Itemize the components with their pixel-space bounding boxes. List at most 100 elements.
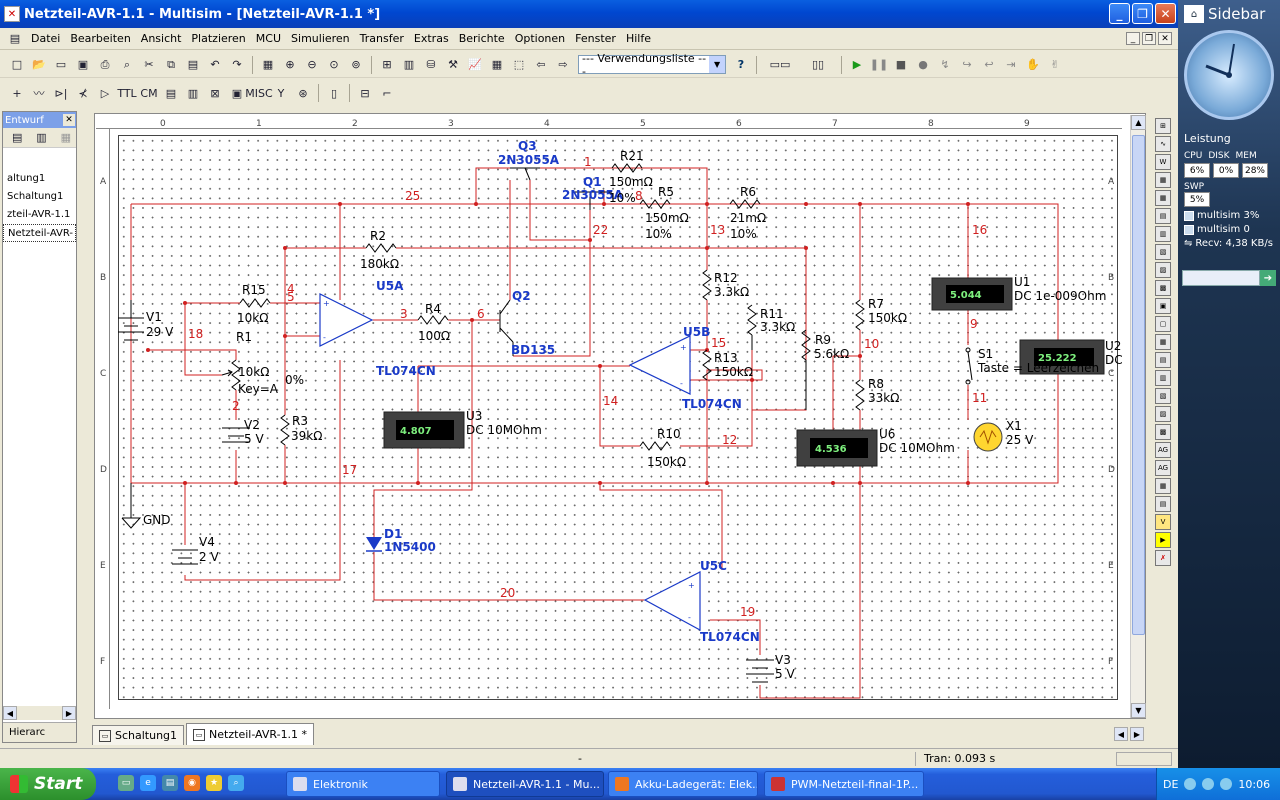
rf-icon[interactable]: Y xyxy=(277,86,285,100)
wattmeter-icon[interactable]: W xyxy=(1155,154,1171,170)
network-tray-icon[interactable] xyxy=(1202,778,1215,790)
start-button[interactable]: Start xyxy=(0,768,96,800)
task-pdf[interactable]: PWM-Netzteil-final-1P... xyxy=(764,771,924,797)
zoom-fit-icon[interactable]: ⊚ xyxy=(351,58,361,71)
menu-optionen[interactable]: Optionen xyxy=(514,32,566,45)
menu-simulieren[interactable]: Simulieren xyxy=(291,32,350,45)
language-indicator[interactable]: DE xyxy=(1163,777,1179,791)
menu-ansicht[interactable]: Ansicht xyxy=(140,32,182,45)
tree-item[interactable]: altung1 xyxy=(7,173,46,184)
desktop-icon[interactable]: ▭ xyxy=(118,775,134,791)
step-into-icon[interactable]: ↯ xyxy=(940,58,950,71)
probe-icon[interactable]: ✌ xyxy=(1050,58,1060,71)
frequency-counter-icon[interactable]: ▥ xyxy=(1155,226,1171,242)
four-channel-scope-icon[interactable]: ▦ xyxy=(1155,190,1171,206)
search-icon[interactable]: ⌕ xyxy=(228,775,244,791)
current-probe-icon[interactable]: ▤ xyxy=(1155,496,1171,512)
mdi-restore-button[interactable]: ❐ xyxy=(1142,32,1156,45)
ttl-icon[interactable]: TTL xyxy=(117,86,137,100)
multimeter-u1[interactable]: 5.044 xyxy=(931,277,1013,311)
back-annotate-icon[interactable]: ⇦ xyxy=(536,58,546,71)
multimeter-u3[interactable]: 4.807 xyxy=(383,411,465,449)
bode-plotter-icon[interactable]: ▤ xyxy=(1155,208,1171,224)
usage-list-select[interactable]: --- Verwendungsliste --- ▼ xyxy=(578,52,726,78)
iv-analyzer-icon[interactable]: ▣ xyxy=(1155,298,1171,314)
database-icon[interactable]: ⛁ xyxy=(426,58,436,71)
toggle-simulation-icon[interactable]: ▯▯ xyxy=(811,58,825,71)
scroll-thumb[interactable] xyxy=(1132,135,1145,635)
scroll-left-icon[interactable]: ◀ xyxy=(3,706,17,720)
mdi-close-button[interactable]: ✕ xyxy=(1158,32,1172,45)
analog-icon[interactable]: ▷ xyxy=(100,86,110,100)
scroll-right-icon[interactable]: ▶ xyxy=(1130,727,1144,741)
function-generator-icon[interactable]: ∿ xyxy=(1155,136,1171,152)
spreadsheet-icon[interactable]: ▥ xyxy=(403,58,415,71)
arrow-right-icon[interactable]: ➔ xyxy=(1260,270,1276,286)
menu-datei[interactable]: Datei xyxy=(31,32,61,45)
chevron-down-icon[interactable]: ▼ xyxy=(709,56,725,73)
menu-berichte[interactable]: Berichte xyxy=(458,32,505,45)
pause-icon[interactable]: ❚❚ xyxy=(869,58,889,71)
multimeter-u6[interactable]: 4.536 xyxy=(796,429,878,467)
new-sheet-icon[interactable]: ▤ xyxy=(11,131,23,144)
indicator-icon[interactable]: ⊠ xyxy=(210,86,220,100)
clock-time[interactable]: 10:06 xyxy=(1238,777,1271,791)
agilent-multimeter-icon[interactable]: ▧ xyxy=(1155,388,1171,404)
erc-icon[interactable]: ⬚ xyxy=(513,58,525,71)
zoom-in-icon[interactable]: ⊕ xyxy=(285,58,295,71)
design-toolbox-icon[interactable]: ⊞ xyxy=(382,58,392,71)
cut-icon[interactable]: ✂ xyxy=(144,58,154,71)
maximize-button[interactable]: ❐ xyxy=(1132,3,1153,24)
menu-mcu[interactable]: MCU xyxy=(255,32,282,45)
task-elektronik[interactable]: Elektronik xyxy=(286,771,440,797)
hand-icon[interactable]: ✋ xyxy=(1026,58,1040,71)
firefox-icon[interactable]: ◉ xyxy=(184,775,200,791)
minimize-button[interactable]: _ xyxy=(1109,3,1130,24)
forward-annotate-icon[interactable]: ⇨ xyxy=(558,58,568,71)
breakpoint-icon[interactable]: ● xyxy=(918,58,928,71)
source-icon[interactable]: + xyxy=(12,86,22,100)
labview-2-icon[interactable]: AG xyxy=(1155,460,1171,476)
open-sheet-icon[interactable]: ▥ xyxy=(36,131,47,144)
copy-icon[interactable]: ⧉ xyxy=(167,57,175,71)
open-icon[interactable]: 📂 xyxy=(32,58,46,71)
new-icon[interactable]: □ xyxy=(11,58,23,71)
run-to-cursor-icon[interactable]: ⇥ xyxy=(1006,58,1016,71)
zoom-out-icon[interactable]: ⊖ xyxy=(307,58,317,71)
scroll-left-icon[interactable]: ◀ xyxy=(1114,727,1128,741)
menu-platzieren[interactable]: Platzieren xyxy=(191,32,246,45)
sidebar-search-input[interactable] xyxy=(1182,270,1260,286)
print-preview-icon[interactable]: ⌕ xyxy=(123,57,131,71)
print-icon[interactable]: ⎙ xyxy=(100,57,110,71)
zoom-area-icon[interactable]: ⊙ xyxy=(329,58,339,71)
bus-icon[interactable]: ⌐ xyxy=(382,86,392,100)
help-icon[interactable]: ? xyxy=(737,58,745,71)
network-analyzer-icon[interactable]: ▤ xyxy=(1155,352,1171,368)
mixed-icon[interactable]: ▥ xyxy=(187,86,199,100)
step-out-icon[interactable]: ↩ xyxy=(984,58,994,71)
opamp-u5c[interactable] xyxy=(643,571,701,632)
document-icon[interactable]: ▤ xyxy=(9,32,21,45)
postprocessor-icon[interactable]: ▦ xyxy=(491,58,503,71)
oscilloscope-icon[interactable]: ▦ xyxy=(1155,172,1171,188)
tab-schaltung1[interactable]: ▭ Schaltung1 xyxy=(92,725,185,745)
redo-icon[interactable]: ↷ xyxy=(232,58,242,71)
clock-gadget[interactable] xyxy=(1184,30,1274,120)
scroll-down-icon[interactable]: ▼ xyxy=(1131,703,1146,718)
measurement-probe-icon[interactable]: V xyxy=(1155,514,1171,530)
vertical-scrollbar[interactable]: ▲ ▼ xyxy=(1130,115,1146,718)
step-over-icon[interactable]: ↪ xyxy=(962,58,972,71)
mdi-minimize-button[interactable]: _ xyxy=(1126,32,1140,45)
hierarchy-tab[interactable]: Hierarc xyxy=(9,727,46,738)
favorites-icon[interactable]: ★ xyxy=(206,775,222,791)
logic-converter-icon[interactable]: ▩ xyxy=(1155,280,1171,296)
menu-hilfe[interactable]: Hilfe xyxy=(625,32,651,45)
tree-item[interactable]: Schaltung1 xyxy=(7,191,64,202)
labview-icon[interactable]: AG xyxy=(1155,442,1171,458)
save-icon[interactable]: ▣ xyxy=(77,58,89,71)
misc-icon[interactable]: MISC xyxy=(245,86,273,100)
scroll-right-icon[interactable]: ▶ xyxy=(62,706,76,720)
scroll-up-icon[interactable]: ▲ xyxy=(1131,115,1146,130)
logic-analyzer-icon[interactable]: ▨ xyxy=(1155,262,1171,278)
cmos-icon[interactable]: CM xyxy=(140,86,158,100)
